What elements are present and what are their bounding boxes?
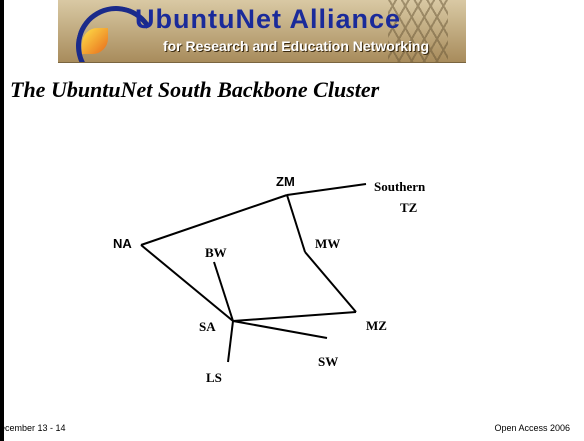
link-zm-mw — [286, 194, 306, 253]
link-sa-sw — [232, 320, 328, 339]
link-na-sa — [140, 244, 234, 322]
footer-event: Open Access 2006 — [494, 423, 570, 433]
link-bw-sa — [213, 261, 234, 322]
ubuntunet-banner-logo: UbuntuNet Alliance for Research and Educ… — [58, 0, 466, 63]
node-label-ls: LS — [206, 370, 222, 385]
node-label-bw: BW — [205, 245, 227, 260]
node-label-sw: SW — [318, 354, 338, 369]
banner-title: UbuntuNet Alliance — [134, 4, 401, 34]
slide-title: The UbuntuNet South Backbone Cluster — [10, 77, 380, 102]
node-label-tz: TZ — [400, 200, 418, 215]
link-mz-sa — [232, 311, 357, 322]
node-label-zm: ZM — [276, 174, 295, 189]
banner-subtitle: for Research and Education Networking — [162, 38, 430, 54]
link-zm-na — [140, 194, 288, 246]
node-label-na: NA — [113, 236, 132, 251]
node-label-mz: MZ — [366, 318, 387, 333]
footer-date: ecember 13 - 14 — [0, 423, 66, 433]
left-border-rule — [0, 0, 4, 441]
link-zm-southern-tz — [286, 183, 367, 196]
antenna-tower-icon — [388, 0, 448, 62]
node-label-mw: MW — [315, 236, 340, 251]
link-lines — [140, 183, 367, 363]
link-mw-mz — [304, 251, 357, 313]
link-sa-ls — [227, 320, 234, 363]
node-label-sa: SA — [199, 319, 216, 334]
node-label-southern: Southern — [374, 179, 426, 194]
